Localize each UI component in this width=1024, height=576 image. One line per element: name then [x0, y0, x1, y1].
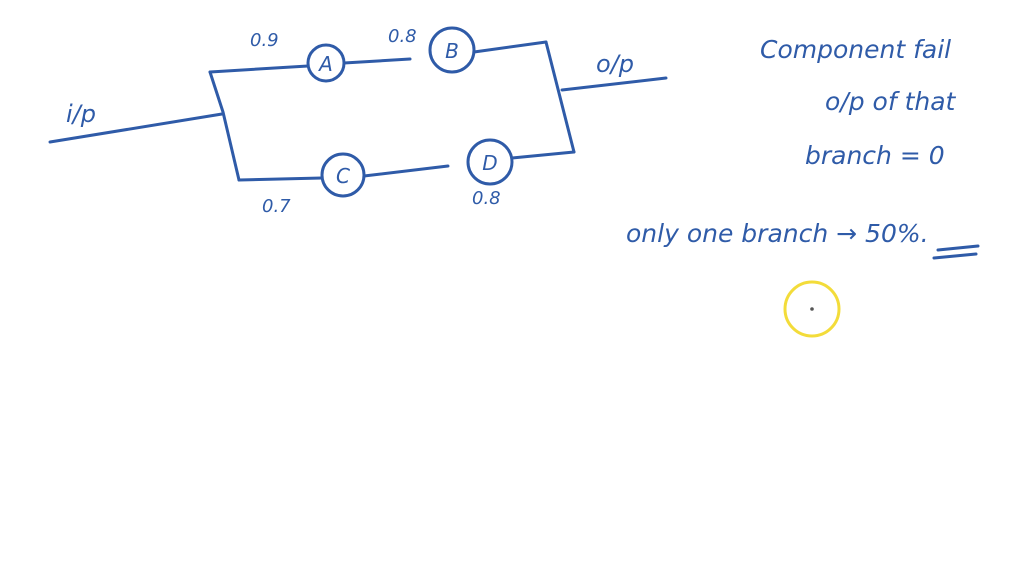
output-label: o/p — [596, 50, 634, 78]
top-branch-wire-2 — [342, 57, 412, 65]
node-d-value: 0.8 — [472, 188, 501, 209]
node-b: B — [428, 26, 476, 74]
node-c: C — [320, 152, 366, 198]
note-underline-2 — [932, 252, 978, 260]
node-c-value: 0.7 — [262, 196, 291, 217]
note-line-4: only one branch → 50%. — [626, 219, 929, 248]
cursor-highlight — [783, 280, 841, 338]
node-b-value: 0.8 — [388, 26, 417, 47]
note-line-1: Component fail — [760, 35, 951, 64]
output-wire — [560, 76, 668, 92]
top-branch-wire-1 — [208, 64, 310, 74]
node-a-value: 0.9 — [250, 30, 279, 51]
node-c-label: C — [336, 164, 350, 188]
bottom-branch-wire-1 — [237, 176, 324, 182]
node-b-label: B — [445, 39, 459, 63]
node-a-label: A — [317, 52, 333, 76]
bottom-branch-wire-3 — [510, 150, 576, 160]
input-label: i/p — [66, 100, 96, 128]
right-bus — [544, 40, 576, 154]
node-a: A — [306, 43, 346, 83]
bottom-branch-wire-2 — [362, 164, 450, 178]
left-bus — [208, 70, 241, 182]
top-branch-wire-3 — [472, 40, 548, 54]
note-line-3: branch = 0 — [805, 141, 945, 170]
input-wire — [48, 112, 224, 144]
node-d: D — [466, 138, 514, 186]
note-line-2: o/p of that — [825, 87, 957, 116]
note-underline-1 — [936, 244, 980, 252]
node-d-label: D — [482, 151, 497, 175]
